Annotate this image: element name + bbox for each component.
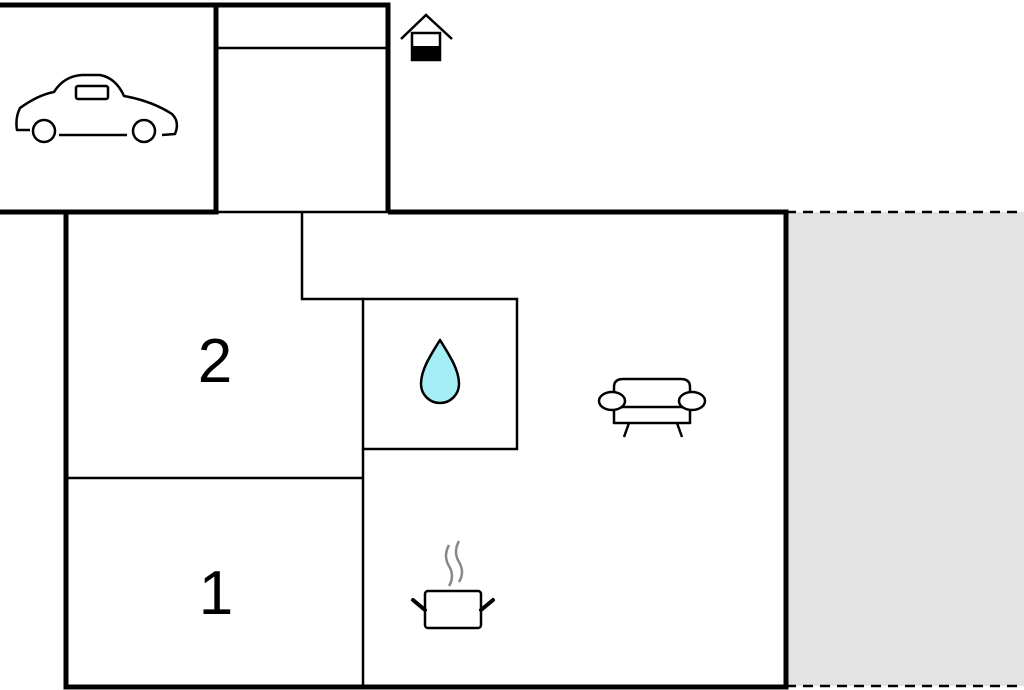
car-icon (15, 73, 179, 144)
terrace-area (786, 210, 1024, 688)
house-entrance-icon (400, 13, 453, 62)
hallway (216, 2, 391, 212)
garage (0, 2, 219, 215)
room-label-2: 2 (198, 327, 232, 396)
cooking-pot-icon (411, 540, 495, 630)
room-label-1: 1 (199, 559, 233, 628)
sofa-icon (597, 377, 707, 438)
water-drop-icon (419, 338, 461, 405)
